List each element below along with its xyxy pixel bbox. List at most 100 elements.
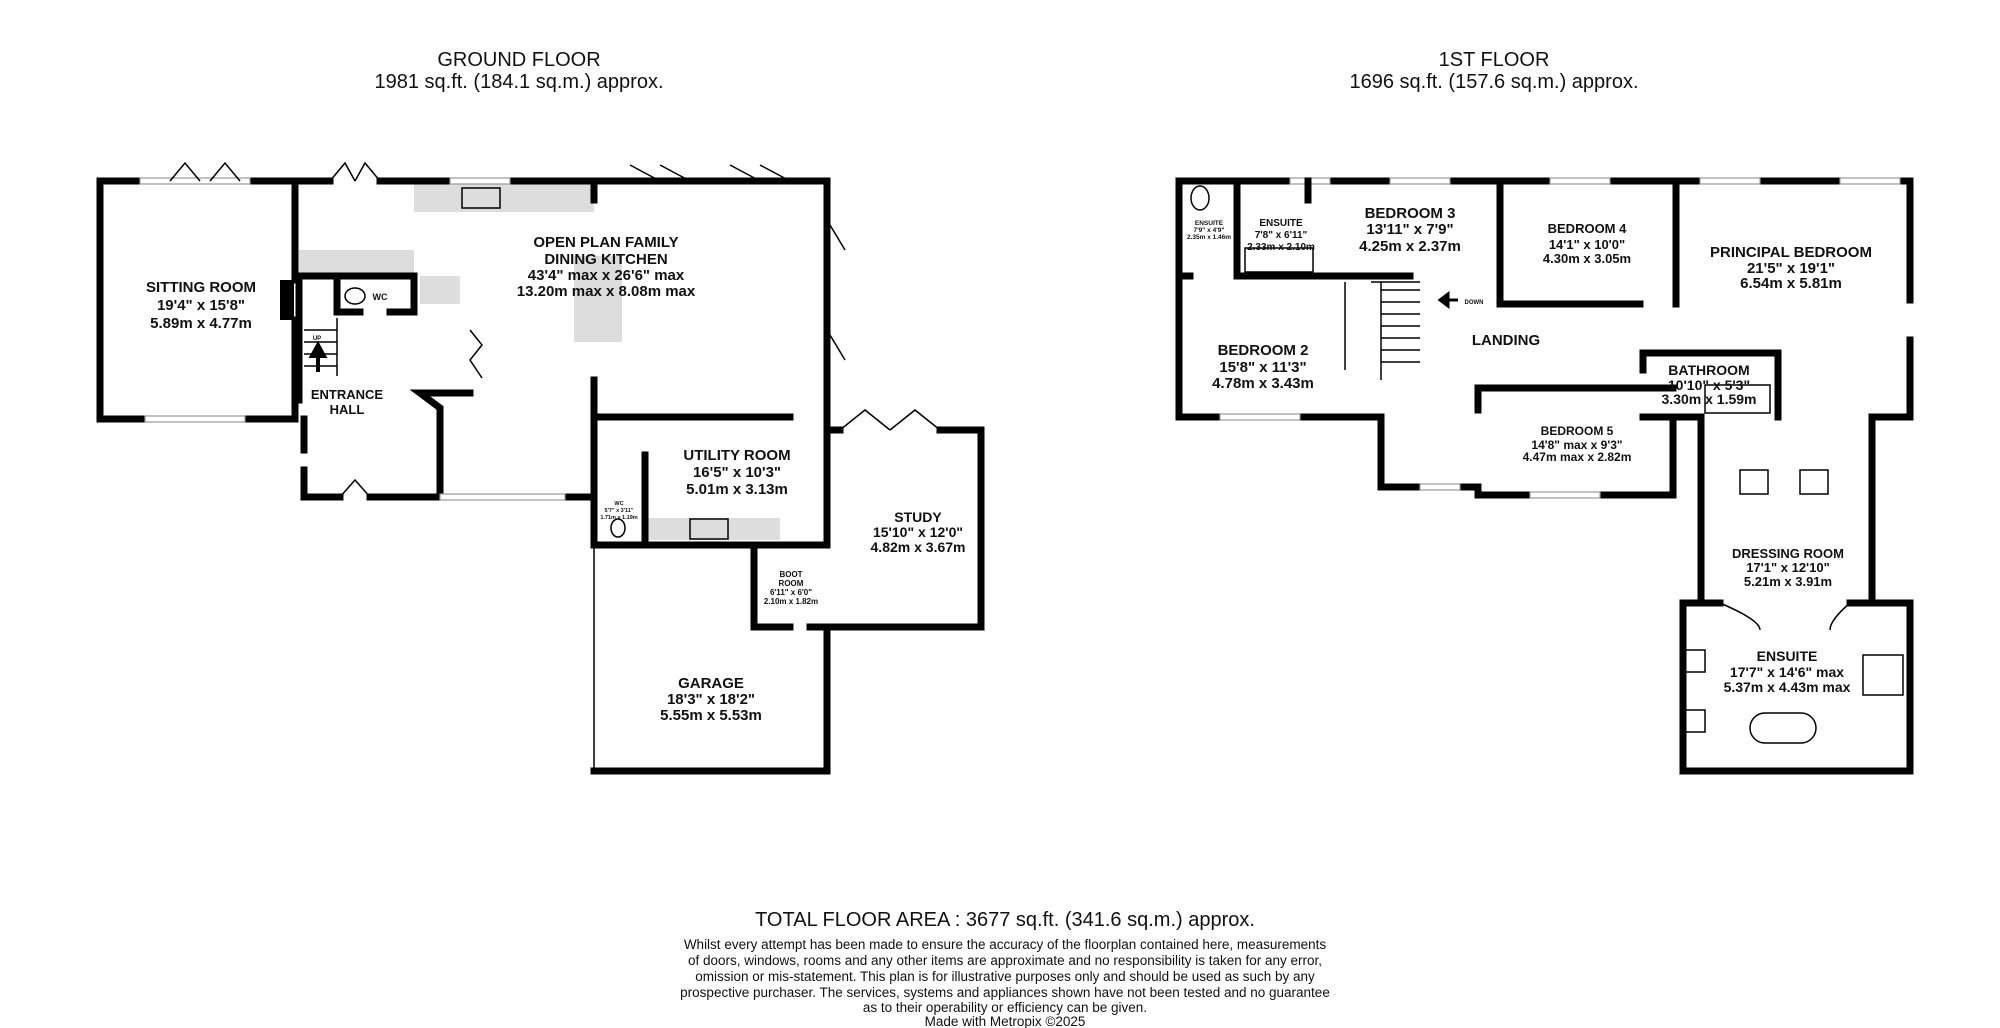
shower-icon	[1862, 654, 1904, 696]
window	[1219, 413, 1301, 421]
svg-text:5.21m x 3.91m: 5.21m x 3.91m	[1744, 574, 1832, 589]
sink-icon	[689, 518, 729, 540]
study-walls	[823, 426, 985, 631]
bifold-doors	[629, 164, 846, 361]
stairs-up-label: UP	[313, 336, 321, 342]
stairs	[1344, 281, 1420, 380]
window	[439, 493, 566, 501]
basin-icon	[1684, 709, 1706, 733]
window	[1699, 177, 1761, 185]
window	[139, 177, 251, 185]
svg-text:16'5" x 10'3": 16'5" x 10'3"	[693, 464, 781, 481]
landing-walls	[1342, 349, 1782, 499]
svg-text:SITTING ROOM: SITTING ROOM	[146, 279, 256, 296]
landing-label: LANDING	[1472, 332, 1540, 349]
svg-text:BEDROOM 3: BEDROOM 3	[1365, 205, 1456, 222]
svg-text:OPEN PLAN FAMILY: OPEN PLAN FAMILY	[533, 234, 678, 251]
disclaimer-line: Whilst every attempt has been made to en…	[684, 937, 1327, 952]
dressing-ensuite-walls	[1679, 413, 1914, 775]
disclaimer-line: as to their operability or efficiency ca…	[863, 1000, 1147, 1015]
ground-floor-plan: SITTING ROOM 19'4" x 15'8" 5.89m x 4.77m…	[96, 161, 985, 775]
sitting-room-walls	[96, 177, 299, 423]
bedroom-3-label: BEDROOM 3 13'11" x 7'9" 4.25m x 2.37m	[1359, 205, 1461, 255]
kitchen-island	[574, 256, 622, 342]
basin-icon	[1684, 649, 1706, 673]
ensuite-principal-label: ENSUITE 17'7" x 14'6" max 5.37m x 4.43m …	[1724, 648, 1851, 695]
svg-text:17'7" x 14'6" max: 17'7" x 14'6" max	[1730, 664, 1844, 680]
bedroom-walls	[1175, 177, 1680, 421]
window	[1389, 177, 1451, 185]
first-floor-title: 1ST FLOOR	[1439, 49, 1550, 71]
bedroom-5-label: BEDROOM 5 14'8" max x 9'3" 4.47m max x 2…	[1523, 424, 1632, 464]
sitting-room-label: SITTING ROOM 19'4" x 15'8" 5.89m x 4.77m	[146, 279, 256, 332]
french-doors	[169, 161, 241, 182]
svg-text:14'1" x 10'0": 14'1" x 10'0"	[1549, 237, 1625, 252]
door	[339, 329, 483, 498]
svg-text:7'9" x 4'9": 7'9" x 4'9"	[1194, 227, 1225, 234]
utility-room-label: UTILITY ROOM 16'5" x 10'3" 5.01m x 3.13m	[683, 447, 790, 498]
svg-text:DINING KITCHEN: DINING KITCHEN	[544, 251, 667, 268]
kitchen-walls	[291, 177, 831, 421]
svg-text:10'10" x 5'3": 10'10" x 5'3"	[1668, 377, 1750, 393]
svg-text:3.30m x 1.59m: 3.30m x 1.59m	[1662, 391, 1757, 407]
french-doors	[839, 409, 941, 431]
study-label: STUDY 15'10" x 12'0" 4.82m x 3.67m	[871, 509, 966, 555]
arrow-down-icon	[1437, 291, 1458, 309]
first-floor-area: 1696 sq.ft. (157.6 sq.m.) approx.	[1349, 71, 1638, 93]
svg-text:18'3" x 18'2": 18'3" x 18'2"	[667, 691, 755, 708]
svg-text:4.78m x 3.43m: 4.78m x 3.43m	[1212, 375, 1314, 392]
fireplace	[280, 280, 294, 320]
svg-text:STUDY: STUDY	[894, 509, 942, 525]
svg-text:15'8" x 11'3": 15'8" x 11'3"	[1219, 359, 1306, 376]
credit: Made with Metropix ©2025	[925, 1014, 1086, 1028]
kitchen-label: OPEN PLAN FAMILY DINING KITCHEN 43'4" ma…	[517, 234, 696, 300]
sink-icon	[461, 187, 501, 209]
bedroom-4-label: BEDROOM 4 14'1" x 10'0" 4.30m x 3.05m	[1543, 221, 1631, 266]
svg-text:DRESSING ROOM: DRESSING ROOM	[1732, 546, 1844, 561]
toilet-icon	[610, 518, 626, 538]
svg-text:BEDROOM 5: BEDROOM 5	[1541, 424, 1614, 438]
svg-text:6'11" x 6'0": 6'11" x 6'0"	[770, 588, 812, 597]
svg-text:5.55m x 5.53m: 5.55m x 5.53m	[660, 707, 762, 724]
svg-text:5.37m x 4.43m max: 5.37m x 4.43m max	[1724, 679, 1851, 695]
window	[449, 177, 511, 185]
svg-text:UTILITY ROOM: UTILITY ROOM	[683, 447, 790, 464]
svg-text:PRINCIPAL BEDROOM: PRINCIPAL BEDROOM	[1710, 244, 1872, 261]
svg-text:4.47m max x 2.82m: 4.47m max x 2.82m	[1523, 450, 1632, 464]
svg-text:ENSUITE: ENSUITE	[1195, 220, 1224, 227]
disclaimer-line: prospective purchaser. The services, sys…	[680, 985, 1330, 1000]
disclaimer-line: omission or mis-statement. This plan is …	[695, 969, 1315, 984]
svg-text:7'8" x 6'11": 7'8" x 6'11"	[1255, 230, 1308, 241]
svg-text:ROOM: ROOM	[779, 579, 804, 588]
svg-text:2.33m x 2.10m: 2.33m x 2.10m	[1247, 242, 1315, 253]
toilet-icon	[1190, 185, 1210, 211]
svg-text:14'8" max x 9'3": 14'8" max x 9'3"	[1531, 438, 1622, 452]
stairs-down-label: DOWN	[1465, 300, 1484, 306]
svg-text:15'10" x 12'0": 15'10" x 12'0"	[873, 524, 963, 540]
svg-text:ENSUITE: ENSUITE	[1259, 218, 1303, 229]
bathroom-label: BATHROOM 10'10" x 5'3" 3.30m x 1.59m	[1662, 362, 1757, 407]
svg-text:17'1" x 12'10": 17'1" x 12'10"	[1746, 560, 1830, 575]
principal-bedroom-label: PRINCIPAL BEDROOM 21'5" x 19'1" 6.54m x …	[1710, 244, 1872, 292]
garage-label: GARAGE 18'3" x 18'2" 5.55m x 5.53m	[660, 675, 762, 724]
bath-icon	[1704, 384, 1771, 414]
svg-text:ENTRANCE: ENTRANCE	[311, 387, 384, 402]
window	[1839, 177, 1901, 185]
dressing-room-label: DRESSING ROOM 17'1" x 12'10" 5.21m x 3.9…	[1732, 546, 1844, 589]
svg-text:2.35m x 1.46m: 2.35m x 1.46m	[1187, 234, 1231, 241]
disclaimer-line: of doors, windows, rooms and any other i…	[688, 953, 1322, 968]
window	[1549, 177, 1611, 185]
utility-worktop	[648, 518, 780, 540]
bedroom-2-label: BEDROOM 2 15'8" x 11'3" 4.78m x 3.43m	[1212, 342, 1314, 392]
svg-text:43'4" max x 26'6" max: 43'4" max x 26'6" max	[528, 267, 685, 284]
svg-text:19'4" x 15'8": 19'4" x 15'8"	[157, 297, 245, 314]
svg-text:21'5" x 19'1": 21'5" x 19'1"	[1747, 260, 1835, 277]
french-doors	[329, 161, 381, 182]
arrow-up-icon	[308, 340, 328, 372]
skylight	[1799, 469, 1829, 495]
svg-text:4.30m x 3.05m: 4.30m x 3.05m	[1543, 251, 1631, 266]
svg-text:13.20m max x 8.08m max: 13.20m max x 8.08m max	[517, 283, 696, 300]
svg-text:4.82m x 3.67m: 4.82m x 3.67m	[871, 539, 966, 555]
ground-floor-title: GROUND FLOOR	[437, 49, 600, 71]
